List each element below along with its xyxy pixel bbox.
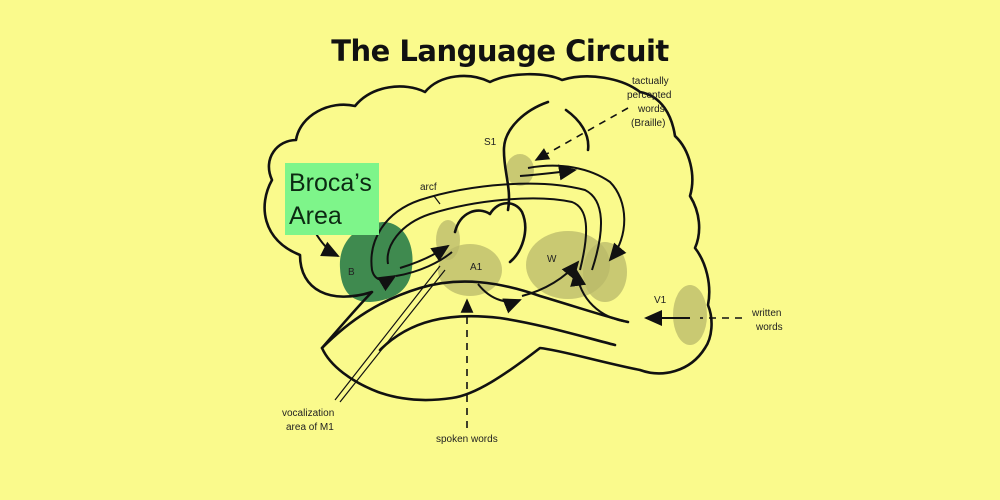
label-area-of-m1: area of M1 [286,422,334,433]
label-words-tactile: words [637,104,665,115]
broca-area-label: Broca’s Area [285,163,379,235]
shaded-regions [339,154,707,345]
label-b: B [348,267,355,278]
s1-to-wernicke-arrow [527,164,627,262]
label-words-written: words [755,322,783,333]
v1-region [673,285,707,345]
wernicke-input-arrow [521,260,580,297]
angular-region [583,242,627,302]
label-percepted: percepted [627,90,671,101]
braille-input-dashed-arrow [534,107,629,161]
postcentral-gyrus [564,108,590,152]
label-tactually: tactually [632,76,669,87]
insula-gyri [453,201,527,264]
label-v1: V1 [654,295,667,306]
label-a1: A1 [470,262,483,273]
return-arrow-outer [395,251,453,277]
broca-label-line1: Broca’s [289,169,372,197]
s1-region [506,154,534,186]
label-w: W [547,254,557,265]
label-vocalization: vocalization [282,408,334,419]
vocal-pointer-line-2 [339,269,446,403]
brain-outline [263,72,713,402]
s1-to-temporal-arrow [519,164,577,181]
external-inputs [460,107,742,428]
arcuate-fasciculus [370,182,602,292]
brain-outer-contour [263,72,713,402]
vocal-pointer-line-1 [334,265,441,401]
temporal-lobe-inner [378,314,617,352]
diagram-labels: tactually percepted words (Braille) S1 a… [282,76,783,445]
label-spoken-words: spoken words [436,434,498,445]
v1-to-angular-arrow [570,268,629,323]
arcuate-outer-path [370,182,602,292]
broca-label-arrow [314,231,340,257]
page-title: The Language Circuit [331,34,669,68]
vocalization-pointer [334,265,446,403]
sylvian-fissure [320,280,630,350]
label-s1: S1 [484,137,497,148]
label-written: written [751,308,781,319]
broca-label-line2: Area [289,202,342,230]
arcuate-inner-path [386,197,588,271]
arcf-pointer [433,195,441,205]
return-arrow-inner [399,244,450,269]
a1-to-wernicke-arrow [477,283,522,314]
label-arcf: arcf [420,182,437,193]
central-sulcus [502,100,550,212]
flow-arrows [314,164,690,326]
label-braille: (Braille) [631,118,665,129]
